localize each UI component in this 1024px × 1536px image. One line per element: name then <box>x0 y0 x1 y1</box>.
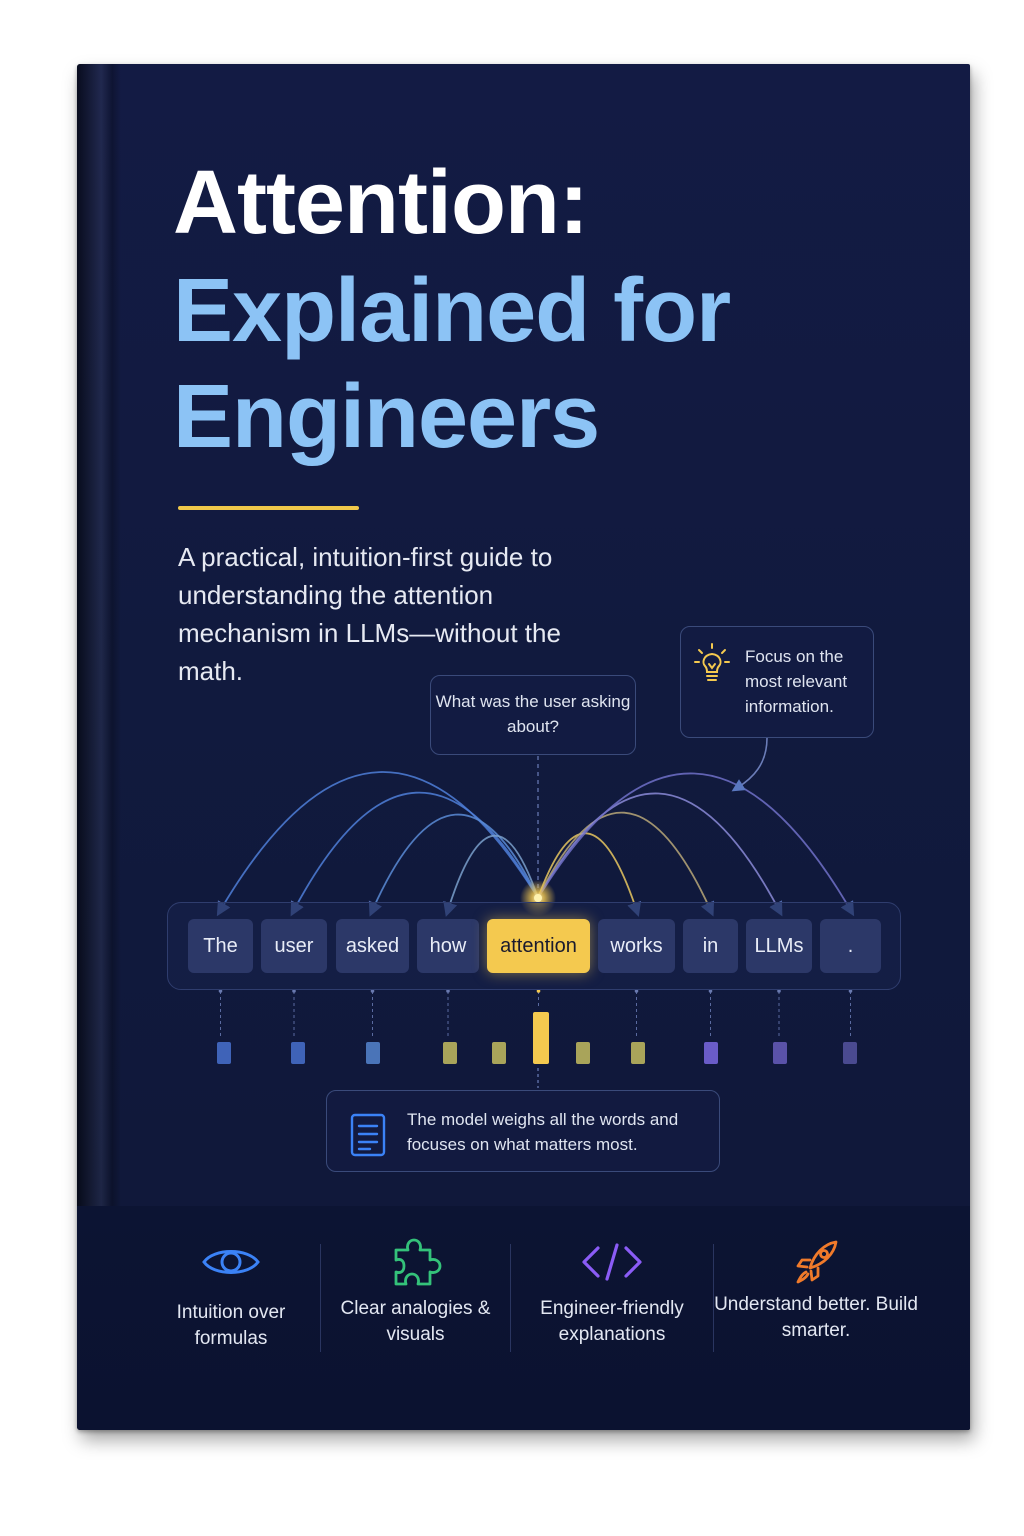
attention-weight-bar <box>533 1012 549 1064</box>
token: asked <box>336 919 409 973</box>
feature-build: Understand better. Build smarter. <box>714 1206 918 1430</box>
token: works <box>598 919 675 973</box>
token: LLMs <box>746 919 812 973</box>
attention-weight-bar <box>631 1042 645 1064</box>
token: . <box>820 919 881 973</box>
attention-weight-bar <box>291 1042 305 1064</box>
document-icon <box>350 1113 386 1157</box>
attention-weight-bar <box>443 1042 457 1064</box>
model-callout: The model weighs all the words and focus… <box>326 1090 720 1172</box>
attention-weight-bar <box>366 1042 380 1064</box>
feature-label: Engineer-friendly explanations <box>540 1298 684 1345</box>
feature-label: Understand better. Build smarter. <box>714 1294 918 1341</box>
feature-divider <box>713 1244 714 1352</box>
lightbulb-icon <box>694 643 730 681</box>
attention-weight-bar <box>704 1042 718 1064</box>
question-callout: What was the user asking about? <box>430 675 636 755</box>
attention-weight-bar <box>492 1042 506 1064</box>
attention-arc <box>537 792 783 917</box>
eye-icon <box>202 1250 260 1274</box>
attention-arc <box>443 834 539 917</box>
features-band <box>77 1206 970 1430</box>
attention-weight-bar <box>217 1042 231 1064</box>
token: The <box>188 919 253 973</box>
attention-arc <box>290 791 539 917</box>
attention-arc <box>537 772 855 917</box>
code-icon <box>582 1243 642 1281</box>
subtitle: A practical, intuition-first guide to un… <box>178 542 561 686</box>
attention-weight-bar <box>773 1042 787 1064</box>
token-active: attention <box>487 919 590 973</box>
focus-callout: Focus on the most relevant information. <box>680 626 874 738</box>
feature-engineer: Engineer-friendly explanations <box>511 1206 713 1430</box>
focus-pointer-arrow <box>731 737 768 792</box>
feature-label: Intuition over formulas <box>176 1302 286 1349</box>
attention-arc <box>368 813 539 917</box>
title-underline <box>178 506 359 510</box>
title-line-1: Attention: <box>173 153 589 253</box>
puzzle-icon <box>394 1238 441 1286</box>
book-spine <box>77 64 121 1430</box>
feature-divider <box>510 1244 511 1352</box>
feature-analogies: Clear analogies & visuals <box>321 1206 510 1430</box>
title-line-3: Engineers <box>173 367 600 467</box>
token: how <box>417 919 479 973</box>
token: user <box>261 919 327 973</box>
attention-arc <box>216 771 539 917</box>
feature-intuition: Intuition over formulas <box>143 1206 319 1430</box>
attention-weight-bar <box>576 1042 590 1064</box>
token: in <box>683 919 738 973</box>
rocket-icon <box>796 1240 838 1284</box>
book-cover: Attention: Explained for Engineers A pra… <box>77 64 970 1430</box>
attention-arc <box>537 811 715 917</box>
feature-label: Clear analogies & visuals <box>340 1298 491 1345</box>
title-line-2: Explained for <box>173 261 731 361</box>
attention-weight-bar <box>843 1042 857 1064</box>
feature-divider <box>320 1244 321 1352</box>
attention-arc <box>537 832 642 917</box>
attention-source-dot <box>534 894 542 902</box>
